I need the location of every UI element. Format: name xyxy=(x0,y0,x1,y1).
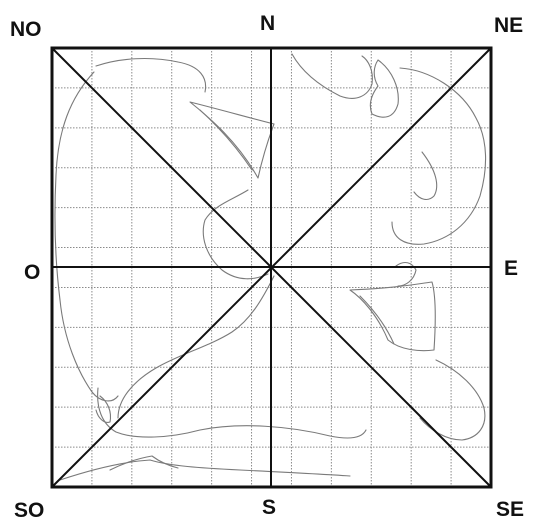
sketch-left-lobe xyxy=(55,72,118,401)
sketch-center-stem xyxy=(203,190,268,279)
sketch-top-left-arc xyxy=(96,59,206,92)
sketch-se-lobe xyxy=(420,360,485,440)
sketch-right-bulb xyxy=(392,68,486,244)
label-north-east: NE xyxy=(494,15,523,36)
sketch-ne-leaf xyxy=(370,60,398,117)
sketch-bottom-arc xyxy=(60,460,350,480)
label-north-west: NO xyxy=(10,19,42,40)
sketch-top-heart xyxy=(292,54,372,98)
sketch-bottom-peak xyxy=(110,456,178,470)
label-north: N xyxy=(260,13,275,34)
label-south-west: SO xyxy=(14,500,44,521)
label-south: S xyxy=(262,497,276,518)
sketch-right-bulb-detail xyxy=(414,152,437,199)
sketch-nw-funnel-inner xyxy=(200,110,252,170)
label-east: E xyxy=(504,258,518,279)
label-south-east: SE xyxy=(496,499,524,520)
sketch-nw-funnel xyxy=(190,102,274,178)
sketch-sw-lobe xyxy=(98,388,366,438)
label-west: O xyxy=(24,262,40,283)
